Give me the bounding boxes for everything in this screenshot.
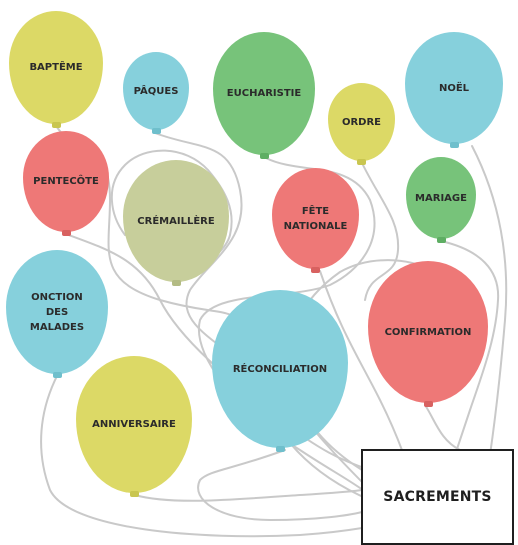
balloon-anniversaire: ANNIVERSAIRE <box>76 356 192 497</box>
balloon-onction-des-malades: ONCTION DES MALADES <box>6 250 108 378</box>
balloon-mariage-knot <box>436 237 446 243</box>
balloon-fete-nationale: FÊTE NATIONALE <box>272 168 359 273</box>
balloon-paques-knot <box>151 128 161 134</box>
balloon-noel-knot <box>449 142 459 148</box>
balloon-reconciliation-knot <box>275 446 285 452</box>
balloon-pentecote: PENTECÔTE <box>23 131 109 236</box>
balloon-reconciliation: RÉCONCILIATION <box>212 290 348 452</box>
balloon-cremaillere: CRÉMAILLÈRE <box>123 160 229 286</box>
balloon-anniversaire-label: ANNIVERSAIRE <box>92 419 176 430</box>
string-cremaillere <box>110 149 233 286</box>
balloon-mariage: MARIAGE <box>406 157 476 243</box>
balloon-fete-nationale-label: FÊTE NATIONALE <box>283 205 348 232</box>
balloon-paques: PÂQUES <box>123 52 189 134</box>
balloon-confirmation: CONFIRMATION <box>368 261 488 407</box>
balloon-confirmation-label: CONFIRMATION <box>384 326 472 338</box>
balloon-reconciliation-label: RÉCONCILIATION <box>232 363 328 375</box>
balloon-ordre-knot <box>357 159 366 165</box>
balloon-ordre: ORDRE <box>328 83 395 165</box>
balloon-onction-knot <box>52 372 62 378</box>
balloon-pentecote-knot <box>61 230 71 236</box>
string-pentecote <box>65 233 371 471</box>
balloon-cremaillere-label: CRÉMAILLÈRE <box>137 215 215 227</box>
string-confirmation <box>424 404 461 451</box>
string-noel <box>471 145 508 456</box>
balloon-noel-label: NOËL <box>438 82 470 94</box>
balloon-paques-label: PÂQUES <box>133 85 179 97</box>
title-box: SACREMENTS <box>361 449 514 545</box>
string-fete-nationale <box>319 270 406 459</box>
balloon-eucharistie-knot <box>259 153 269 159</box>
balloon-bapteme: BAPTÊME <box>9 11 103 128</box>
balloon-bapteme-label: BAPTÊME <box>29 62 83 73</box>
string-anniversaire <box>134 489 363 502</box>
balloon-bapteme-knot <box>51 122 61 128</box>
balloon-onction-label: ONCTION DES MALADES <box>29 291 85 333</box>
balloon-eucharistie: EUCHARISTIE <box>213 32 315 159</box>
balloon-eucharistie-label: EUCHARISTIE <box>226 88 302 99</box>
string-onction <box>40 375 363 538</box>
balloon-cremaillere-knot <box>171 280 181 286</box>
balloon-pentecote-label: PENTECÔTE <box>33 176 99 187</box>
balloon-fete-nationale-knot <box>311 267 320 273</box>
string-reconciliation <box>197 449 363 522</box>
string-ordre <box>361 162 400 301</box>
balloon-ordre-label: ORDRE <box>341 116 382 128</box>
balloon-anniversaire-knot <box>129 491 139 497</box>
balloon-mariage-label: MARIAGE <box>415 192 467 204</box>
title-text: SACREMENTS <box>383 489 492 505</box>
balloon-noel: NOËL <box>405 32 503 148</box>
balloon-confirmation-knot <box>423 401 433 407</box>
